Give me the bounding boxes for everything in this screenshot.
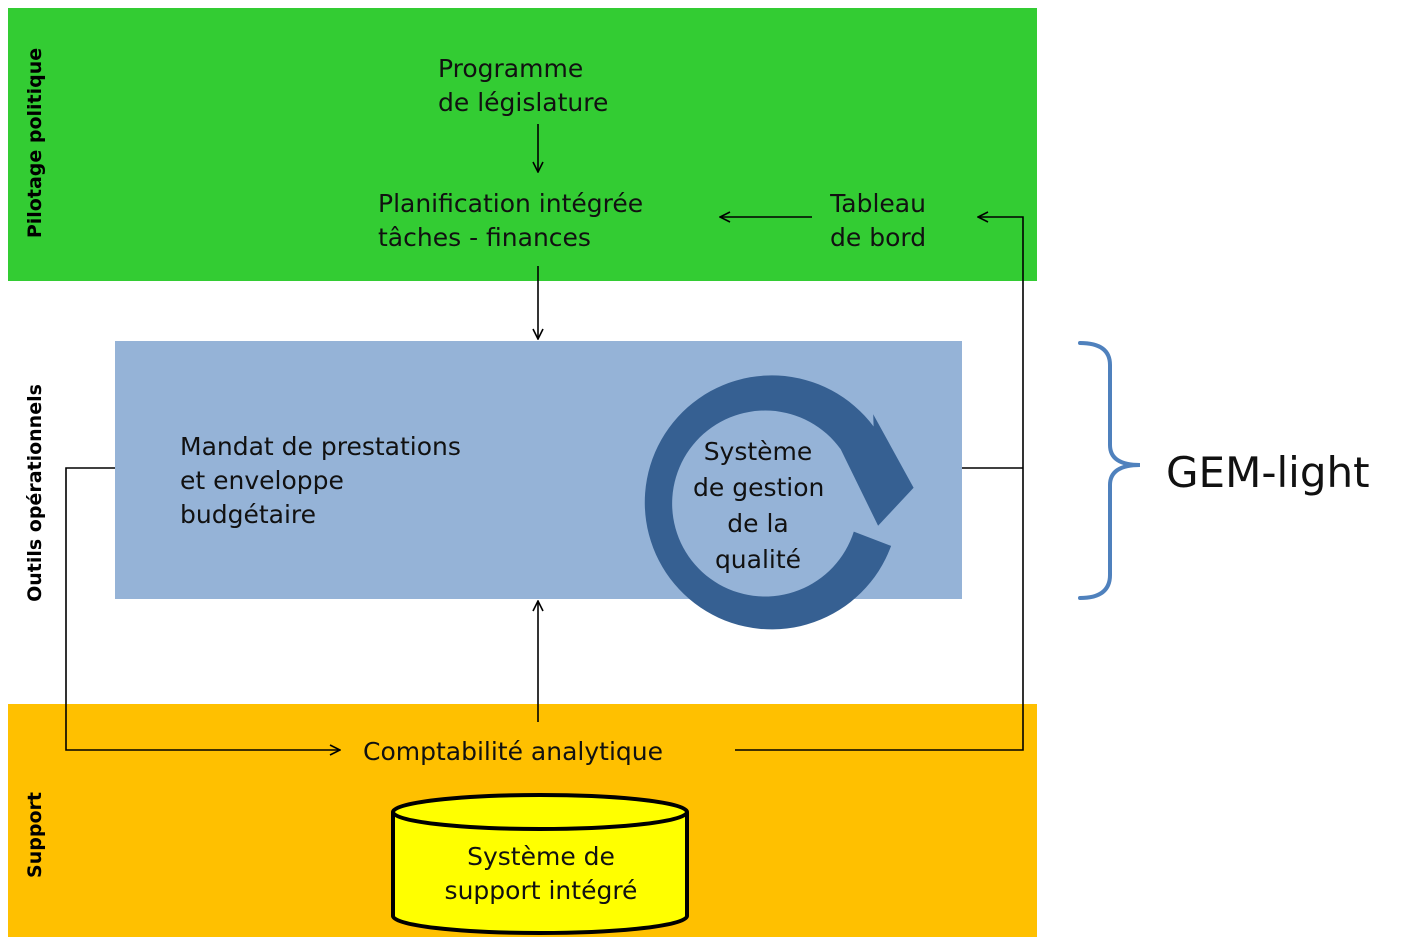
band-label-pilotage: Pilotage politique (24, 47, 46, 239)
node-tableau-de-bord: Tableau de bord (830, 189, 927, 252)
database-cylinder-icon (391, 793, 689, 935)
node-mandat-prestations: Mandat de prestations et enveloppe budgé… (180, 432, 461, 529)
node-systeme-gestion-qualite: Système de gestion de la qualité (693, 437, 825, 574)
gem-light-label: GEM-light (1166, 448, 1370, 497)
node-planification-integree: Planification intégrée tâches - finances (378, 189, 644, 252)
arrow-mandat-to-comptabilite (65, 467, 340, 750)
node-systeme-support-integre: Système de support intégré (444, 842, 638, 905)
band-label-outils: Outils opérationnels (24, 384, 46, 602)
node-comptabilite-analytique: Comptabilité analytique (363, 737, 663, 766)
arrow-comptabilite-to-tableau (735, 217, 1024, 751)
node-programme-legislature: Programme de législature (438, 54, 609, 117)
curly-bracket-icon (1078, 341, 1141, 600)
operational-tools-box (115, 341, 962, 599)
band-label-support: Support (24, 792, 46, 878)
pilotage-band (8, 8, 1037, 281)
cycle-arrow-icon (644, 375, 914, 630)
